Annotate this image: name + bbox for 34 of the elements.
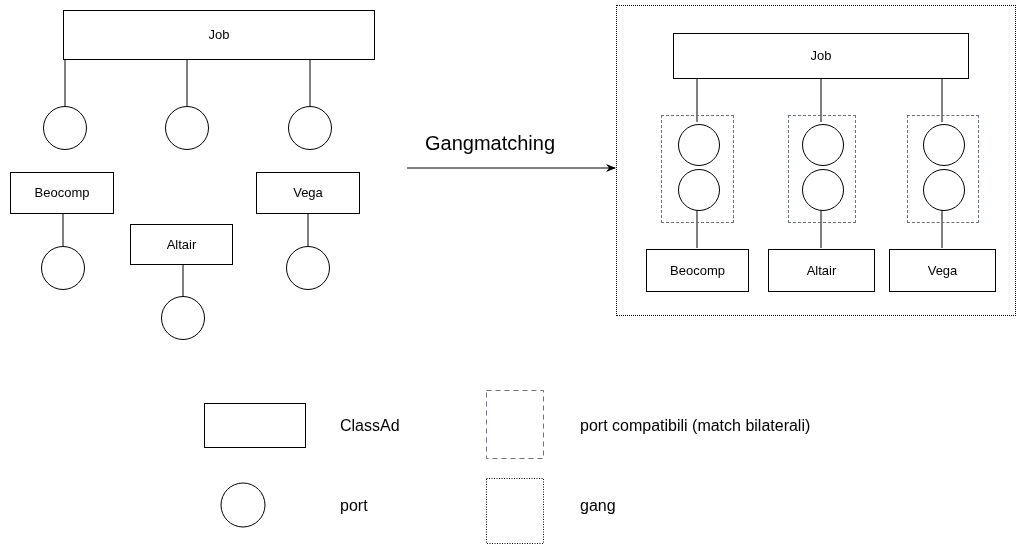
connector-line — [182, 264, 184, 297]
classad-box — [768, 249, 875, 292]
port-group-box — [788, 115, 856, 223]
classad-box — [673, 33, 969, 79]
node-label: Beocomp — [34, 184, 90, 203]
node-label: Beocomp — [670, 261, 725, 280]
classad-box — [10, 172, 114, 214]
node-label: Job — [208, 26, 230, 45]
classad-box — [256, 172, 360, 214]
connector-line — [820, 77, 822, 123]
node-label: Vega — [927, 261, 958, 280]
port-group-box — [907, 115, 979, 223]
port-group-box — [661, 115, 734, 223]
connector-line — [64, 59, 66, 107]
legend-label: gang — [580, 496, 616, 516]
gang-box — [616, 5, 1016, 316]
node-label: Vega — [293, 184, 323, 203]
arrow — [406, 164, 616, 172]
legend-label: port compatibili (match bilaterali) — [580, 416, 811, 436]
classad-box — [63, 10, 375, 60]
connector-line — [309, 59, 311, 107]
legend-label: ClassAd — [340, 416, 400, 436]
node-label: Job — [810, 47, 832, 66]
classad-box — [646, 249, 749, 292]
classad-box — [130, 224, 233, 265]
node-label: Altair — [806, 261, 837, 280]
connector-line — [307, 213, 309, 247]
connector-line — [62, 213, 64, 247]
connector-line — [941, 77, 943, 123]
connector-line — [186, 59, 188, 107]
connector-line — [696, 77, 698, 123]
node-label: Altair — [166, 235, 197, 254]
legend-label: port — [340, 496, 368, 516]
classad-box — [889, 249, 996, 292]
